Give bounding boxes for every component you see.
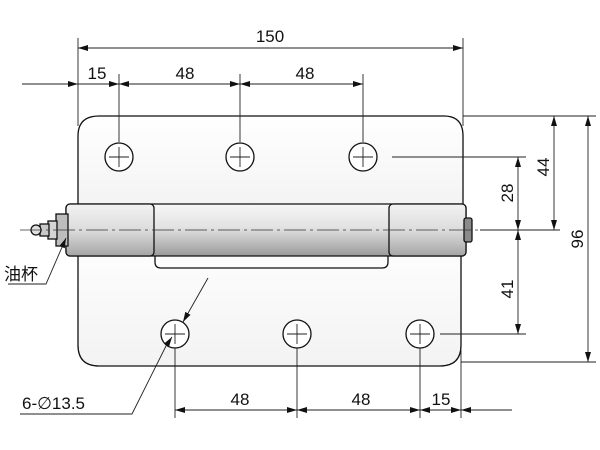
hole-bottom-2: [282, 319, 312, 349]
callout-labels: 油杯 6-∅13.5: [4, 265, 85, 413]
dim-top-spacing-2: 48: [296, 64, 315, 83]
dim-top-edge-offset: 15: [88, 64, 107, 83]
upper-leaf: [77, 115, 464, 207]
hole-spec-label: 6-∅13.5: [22, 394, 85, 413]
hole-top-2: [225, 142, 255, 172]
mounting-holes: [104, 142, 435, 349]
hinge-part: [20, 115, 545, 367]
hole-bottom-1: [160, 319, 190, 349]
dimension-labels: 150 15 48 48 48 48 15 28 44 41 96: [88, 27, 587, 409]
leader-lines: [8, 237, 209, 415]
hole-top-1: [104, 142, 134, 172]
hole-bottom-3: [405, 319, 435, 349]
extension-lines: [77, 38, 596, 418]
dim-upper-hole-to-axis: 28: [498, 184, 517, 203]
dim-bottom-spacing-1: 48: [231, 390, 250, 409]
barrel-recess: [154, 228, 389, 269]
dim-lower-hole-to-axis: 41: [498, 280, 517, 299]
dim-upper-hole-to-top: 44: [534, 158, 553, 177]
dim-bottom-spacing-2: 48: [352, 390, 371, 409]
dim-overall-height: 96: [568, 230, 587, 249]
dim-top-spacing-1: 48: [176, 64, 195, 83]
hole-top-3: [348, 142, 378, 172]
dimension-lines: [22, 45, 591, 413]
oil-cup-label: 油杯: [4, 265, 38, 284]
dim-bottom-edge-offset: 15: [432, 390, 451, 409]
dim-overall-width: 150: [256, 27, 284, 46]
